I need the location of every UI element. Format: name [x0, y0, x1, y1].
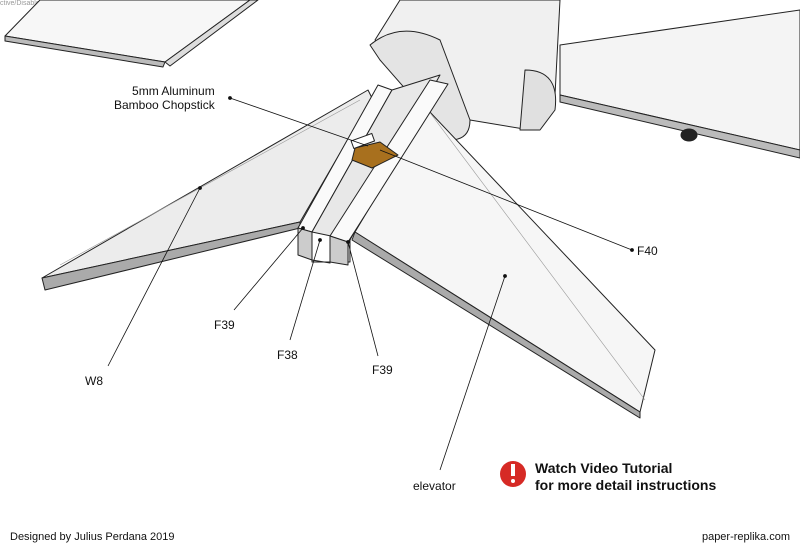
video-tutorial-link[interactable]: Watch Video Tutorial for more detail ins…: [535, 460, 716, 494]
exclamation-circle-icon[interactable]: [500, 461, 526, 487]
leader-w8: [107, 187, 201, 367]
label-rod: 5mm Aluminum Bamboo Chopstick: [114, 84, 215, 112]
tutorial-line1: Watch Video Tutorial: [535, 460, 673, 476]
designer-credit: Designed by Julius Perdana 2019: [10, 531, 175, 543]
leader-rod: [229, 97, 369, 147]
leader-f39-left: [233, 227, 304, 311]
leader-elevator: [439, 275, 506, 471]
site-link[interactable]: paper-replika.com: [701, 531, 790, 543]
label-f39-right: F39: [372, 363, 393, 377]
corner-text: ctive/Disabled: [0, 0, 44, 7]
label-elevator: elevator: [413, 479, 456, 493]
label-f40: F40: [637, 244, 658, 258]
leader-f38: [289, 239, 321, 341]
leader-f40: [379, 149, 633, 251]
tutorial-line2: for more detail instructions: [535, 477, 717, 493]
label-w8: W8: [85, 374, 103, 388]
label-rod-line2: Bamboo Chopstick: [114, 98, 215, 112]
leader-f39-right: [347, 241, 379, 357]
right-wing: [559, 9, 800, 151]
label-f39-left: F39: [214, 318, 235, 332]
label-rod-line1: 5mm Aluminum: [132, 84, 215, 98]
label-f38: F38: [277, 348, 298, 362]
part-f40-block: [351, 141, 399, 169]
